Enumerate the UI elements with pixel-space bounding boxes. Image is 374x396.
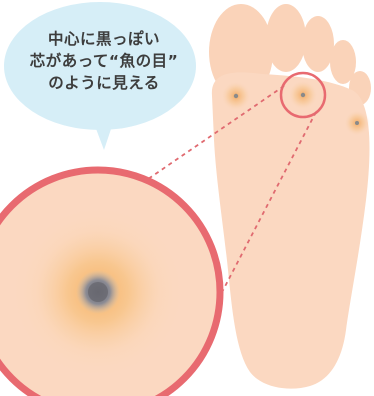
foot-illustration [209,4,371,389]
speech-bubble-text: 中心に黒っぽい 芯があって“魚の目” のように見える [16,28,192,94]
corn-marker [344,110,370,136]
corn-marker [221,81,251,111]
magnifier-circle [0,170,220,396]
second-toe [266,4,306,72]
caption-line-3: のように見える [16,72,192,94]
corn-marker [288,80,318,110]
caption-line-1: 中心に黒っぽい [16,28,192,50]
caption-line-2: 芯があって“魚の目” [16,50,192,72]
third-toe [302,16,334,72]
